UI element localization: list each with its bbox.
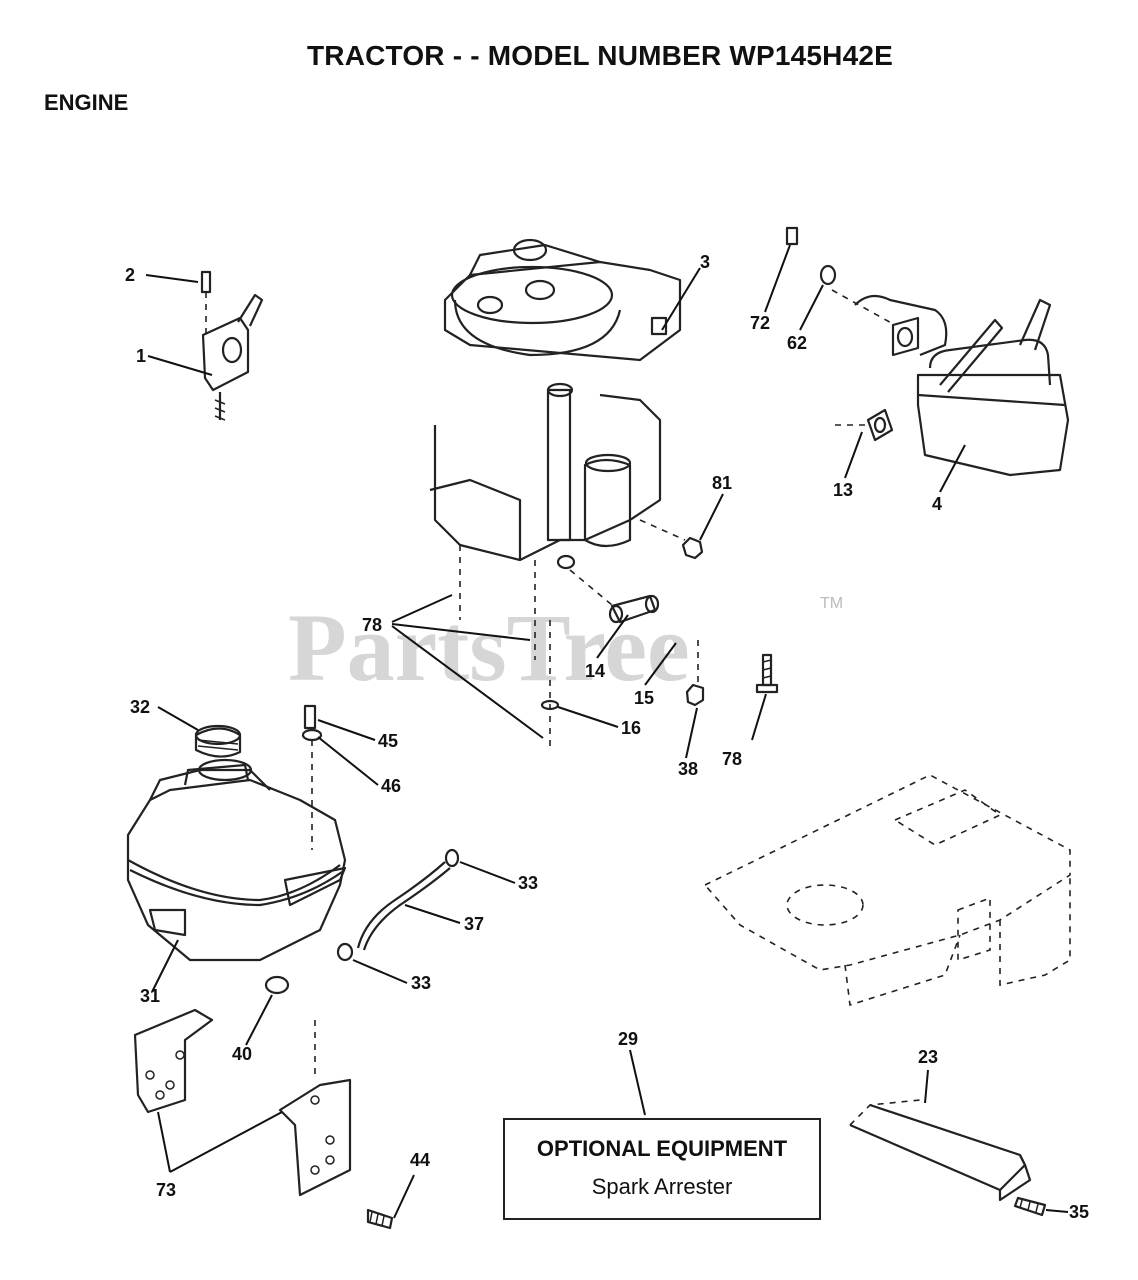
throttle-control-part [200,270,264,421]
callout-35: 35 [1069,1202,1089,1222]
callout-23: 23 [918,1047,938,1067]
callout-labels: 2 1 3 4 13 14 15 16 23 29 31 32 33 33 35… [125,252,1089,1222]
callout-33-lower: 33 [411,973,431,993]
callout-3: 3 [700,252,710,272]
callout-15: 15 [634,688,654,708]
watermark-text: PartsTree [288,594,690,701]
callout-2: 2 [125,265,135,285]
callout-31: 31 [140,986,160,1006]
page-title: TRACTOR - - MODEL NUMBER WP145H42E [306,40,894,71]
optional-equipment-box: OPTIONAL EQUIPMENT Spark Arrester [503,1118,821,1220]
screw-44-part [366,1208,394,1230]
callout-37: 37 [464,914,484,934]
fuel-line-part [336,848,460,962]
muffler-part [785,226,1070,477]
leader-lines [145,244,1069,1219]
engine-hardware-part [540,519,779,711]
fuel-tank-part [126,704,347,962]
callout-33-upper: 33 [518,873,538,893]
callout-72: 72 [750,313,770,333]
callout-38: 38 [678,759,698,779]
callout-44: 44 [410,1150,430,1170]
section-heading: ENGINE [44,90,129,115]
callout-46: 46 [381,776,401,796]
callout-4: 4 [932,494,942,514]
callout-78-bolt: 78 [722,749,742,769]
spark-arrester-part [849,1099,1047,1217]
optional-equipment-title: OPTIONAL EQUIPMENT [536,1136,788,1161]
callout-73: 73 [156,1180,176,1200]
callout-62: 62 [787,333,807,353]
tractor-chassis-part [703,774,1071,1007]
callout-81: 81 [712,473,732,493]
callout-13: 13 [833,480,853,500]
optional-equipment-item: Spark Arrester [591,1174,733,1199]
callout-45: 45 [378,731,398,751]
engine-part [429,238,682,750]
callout-1: 1 [136,346,146,366]
callout-40: 40 [232,1044,252,1064]
mounting-bracket-part [133,975,352,1197]
callout-16: 16 [621,718,641,738]
callout-32: 32 [130,697,150,717]
callout-78-main: 78 [362,615,382,635]
callout-14: 14 [585,661,605,681]
callout-29: 29 [618,1029,638,1049]
watermark-trademark: TM [820,595,843,612]
